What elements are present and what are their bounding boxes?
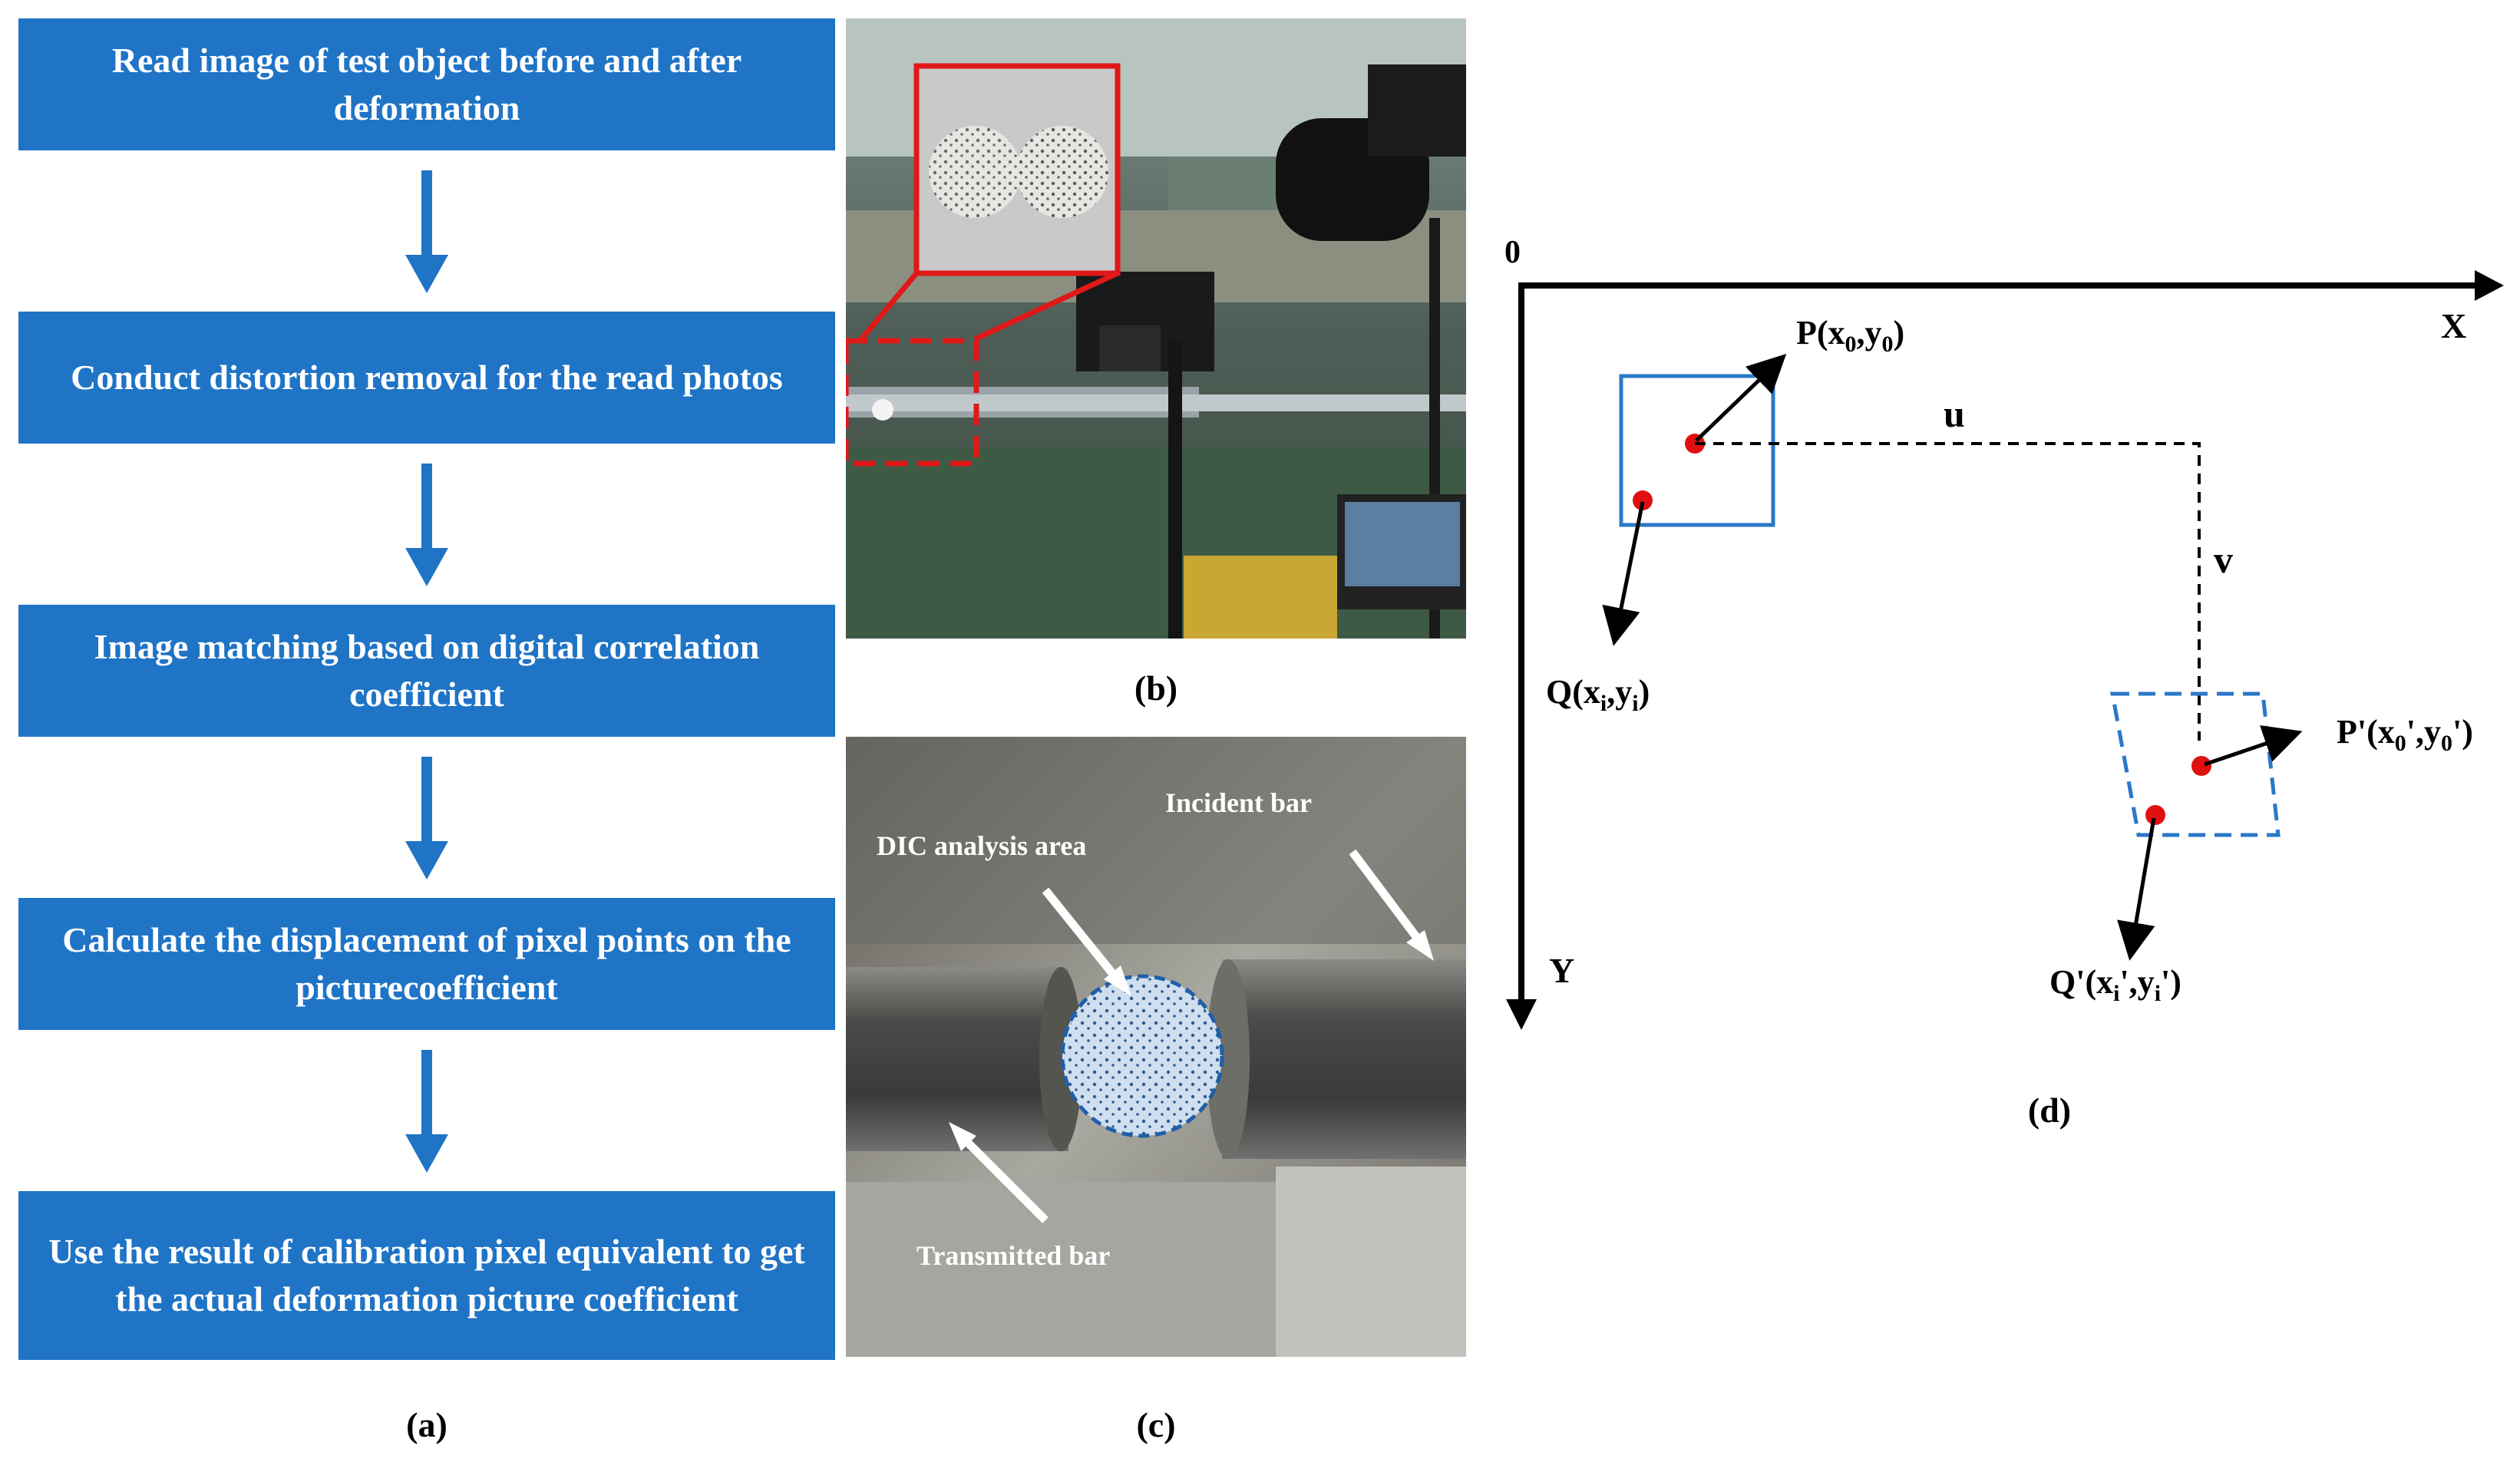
label-p: P(x0,y0) bbox=[1796, 314, 1904, 357]
flow-step-1: Read image of test object before and aft… bbox=[18, 18, 835, 150]
flow-step-1-text: Read image of test object before and aft… bbox=[111, 41, 742, 127]
pointer-p bbox=[1695, 354, 1787, 442]
label-d: (d) bbox=[2027, 1091, 2072, 1130]
displacement-diagram: 0 X Y u v P(x0,y0) Q(xi,yi) P'(x0',y0') … bbox=[1504, 235, 2504, 1030]
pointer-q bbox=[1602, 501, 1645, 646]
flow-step-4-text: Calculate the displacement of pixel poin… bbox=[62, 920, 791, 1007]
displacement-path bbox=[1695, 442, 2201, 741]
pointer-p-prime bbox=[2204, 725, 2303, 767]
flow-step-5-text: Use the result of calibration pixel equi… bbox=[48, 1232, 805, 1318]
flow-arrow-2 bbox=[405, 464, 448, 586]
flow-step-2-text: Conduct distortion removal for the read … bbox=[71, 358, 783, 397]
label-a: (a) bbox=[406, 1405, 448, 1444]
flow-step-3: Image matching based on digital correlat… bbox=[18, 605, 835, 737]
x-axis-label: X bbox=[2441, 306, 2466, 345]
label-c: (c) bbox=[1136, 1405, 1176, 1444]
photo-c-bars: DIC analysis area Incident bar Transmitt… bbox=[846, 737, 1466, 1357]
label-b: (b) bbox=[1134, 668, 1178, 708]
label-q-prime: Q'(xi',yi') bbox=[2049, 963, 2181, 1006]
flow-step-4: Calculate the displacement of pixel poin… bbox=[18, 898, 835, 1030]
y-axis-arrowhead bbox=[1506, 999, 1537, 1030]
flow-arrow-1 bbox=[405, 170, 448, 293]
x-axis-arrowhead bbox=[2475, 270, 2504, 301]
photo-b-lab-setup bbox=[846, 18, 1466, 639]
photo-b-inset bbox=[913, 63, 1121, 276]
flow-arrow-4 bbox=[405, 1050, 448, 1173]
y-axis-label: Y bbox=[1549, 951, 1574, 990]
flow-step-2: Conduct distortion removal for the read … bbox=[18, 312, 835, 444]
origin-label: 0 bbox=[1504, 235, 1521, 270]
transmitted-bar-label: Transmitted bar bbox=[917, 1240, 1110, 1271]
flow-arrow-3 bbox=[405, 757, 448, 880]
point-p-prime bbox=[2191, 756, 2211, 776]
subset-deformed bbox=[2109, 691, 2281, 837]
pointer-q-prime bbox=[2117, 817, 2156, 961]
u-label: u bbox=[1944, 392, 1965, 435]
point-q-prime bbox=[2145, 805, 2165, 825]
flow-step-3-text: Image matching based on digital correlat… bbox=[94, 627, 760, 714]
dic-area-label: DIC analysis area bbox=[877, 830, 1086, 861]
v-label: v bbox=[2214, 538, 2233, 581]
label-q: Q(xi,yi) bbox=[1546, 673, 1650, 716]
point-q bbox=[1633, 490, 1653, 510]
incident-bar-label: Incident bar bbox=[1165, 787, 1312, 818]
subset-original bbox=[1619, 374, 1775, 527]
label-p-prime: P'(x0',y0') bbox=[2337, 713, 2473, 756]
flow-step-5: Use the result of calibration pixel equi… bbox=[18, 1191, 835, 1360]
